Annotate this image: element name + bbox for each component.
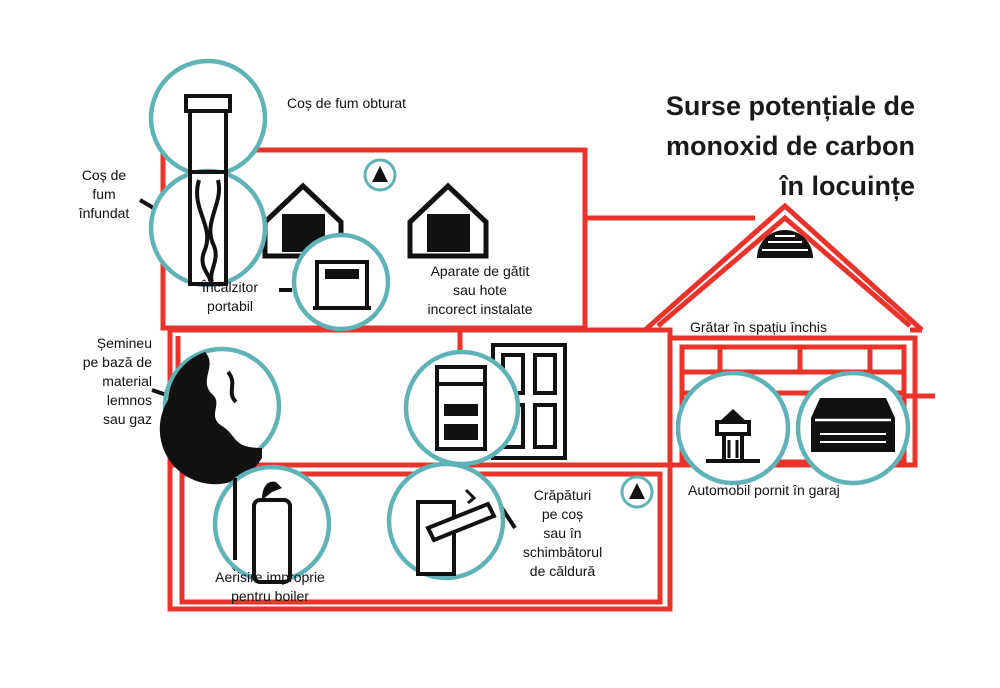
label-cooking-appliances: Aparate de gătit sau hote incorect insta… (405, 262, 555, 319)
warning-triangle-icon (620, 475, 654, 509)
label-line: pentru boiler (231, 588, 309, 604)
fireplace-icon (159, 346, 282, 485)
label-indoor-grill: Grătar în spațiu închis (690, 319, 827, 335)
label-line: sau gaz (102, 411, 152, 427)
label-line: Șemineu (96, 335, 152, 351)
label-line: înfundat (78, 205, 130, 221)
label-line: pe coș (541, 506, 584, 522)
furnace-crack-icon (386, 461, 506, 581)
label-line: incorect instalate (427, 301, 533, 317)
label-line: de căldură (529, 563, 596, 579)
label-line: material (102, 373, 152, 389)
house-outline (160, 147, 935, 612)
label-line: Crăpături (533, 487, 592, 503)
label-line: Aparate de gătit (430, 263, 530, 279)
label-line: sau în (543, 525, 582, 541)
label-line: portabil (207, 298, 253, 314)
gas-dryer-icon (403, 349, 521, 467)
label-chimney-clogged: Coș de fum înfundat (62, 166, 146, 223)
label-line: lemnos (106, 392, 152, 408)
label-line: Aerisire improprie (215, 569, 325, 585)
label-cracks: Crăpături pe coș sau în schimbătorul de … (505, 486, 620, 581)
label-line: Coș de (81, 167, 127, 183)
car-icon (795, 370, 911, 486)
page-title: Surse potențiale de monoxid de carbon în… (560, 86, 915, 206)
label-fireplace: Șemineu pe bază de material lemnos sau g… (40, 334, 152, 429)
label-line: pe bază de (82, 354, 152, 370)
label-line: sau hote (453, 282, 507, 298)
clogged-chimney-icon (148, 168, 268, 288)
label-line: Încălzitor (201, 279, 259, 295)
label-portable-heater: Încălzitor portabil (180, 278, 280, 316)
chimney-icon (148, 58, 268, 178)
title-line: în locuințe (780, 171, 915, 201)
label-line: fum (92, 186, 116, 202)
label-line: schimbătorul (522, 544, 603, 560)
window-icon (757, 230, 813, 258)
label-chimney-blocked: Coș de fum obturat (287, 95, 407, 111)
grill-icon (675, 370, 791, 486)
water-heater-icon (212, 464, 332, 584)
warning-triangle-icon (363, 158, 397, 192)
label-car-running: Automobil pornit în garaj (688, 482, 840, 498)
label-boiler-vent: Aerisire improprie pentru boiler (195, 568, 345, 606)
title-line: monoxid de carbon (665, 131, 915, 161)
space-heater-icon (291, 232, 391, 332)
title-line: Surse potențiale de (665, 91, 915, 121)
dormer-right (407, 182, 489, 259)
